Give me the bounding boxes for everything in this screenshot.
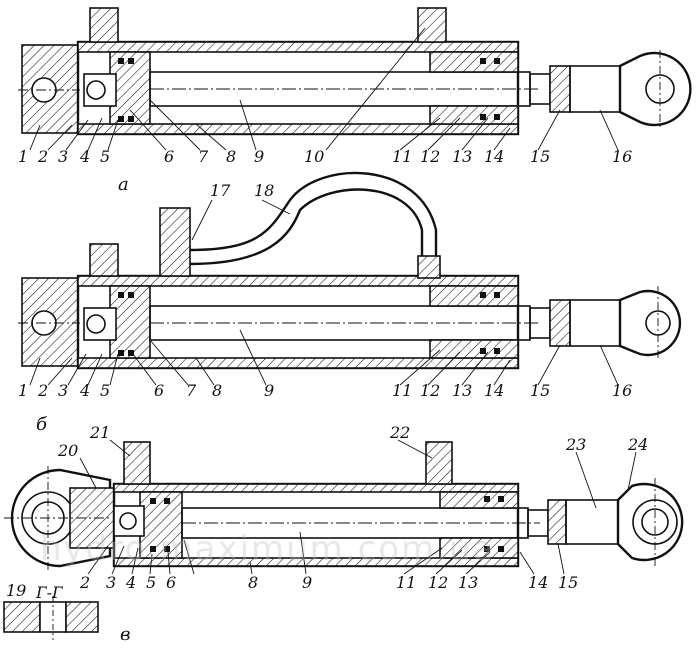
rod-eye-v (616, 482, 684, 562)
watermark: hydro.maximum.com.ua (40, 529, 495, 569)
caption-v: в (120, 624, 130, 645)
label-a-11: 11 (392, 147, 412, 166)
clevis-eye-v (10, 468, 112, 568)
label-b-5: 5 (100, 381, 110, 400)
cylinder-view-v: Г-Г 2 3 4 5 6 8 9 11 12 (3, 423, 684, 645)
label-b-7: 7 (186, 381, 197, 400)
port-a-1 (89, 7, 119, 43)
label-b-15: 15 (530, 381, 550, 400)
label-a-9: 9 (254, 147, 264, 166)
label-a-12: 12 (420, 147, 440, 166)
port-b-1 (89, 243, 119, 277)
label-v-24: 24 (627, 435, 648, 454)
label-a-7: 7 (198, 147, 209, 166)
label-v-6: 6 (166, 573, 176, 592)
label-a-14: 14 (484, 147, 504, 166)
label-b-11: 11 (392, 381, 412, 400)
caption-a: а (118, 174, 129, 195)
label-b-8: 8 (212, 381, 222, 400)
label-b-6: 6 (154, 381, 164, 400)
label-v-23: 23 (565, 435, 586, 454)
section-detail-right (65, 601, 99, 633)
hydraulic-pipe-b (189, 171, 438, 276)
label-v-5: 5 (146, 573, 156, 592)
label-v-14: 14 (528, 573, 548, 592)
label-v-4: 4 (125, 573, 136, 592)
rod-eye-a (618, 51, 692, 127)
label-v-9: 9 (302, 573, 312, 592)
label-a-4: 4 (79, 147, 90, 166)
label-v-12: 12 (428, 573, 448, 592)
label-b-13: 13 (452, 381, 472, 400)
label-b-17: 17 (210, 181, 231, 200)
label-a-10: 10 (304, 147, 324, 166)
rod-eye-b (618, 289, 682, 357)
label-b-18: 18 (254, 181, 274, 200)
label-b-12: 12 (420, 381, 440, 400)
label-a-13: 13 (452, 147, 472, 166)
label-a-1: 1 (18, 147, 28, 166)
label-v-20: 20 (57, 441, 78, 460)
label-b-9: 9 (264, 381, 274, 400)
label-v-13: 13 (458, 573, 478, 592)
label-a-5: 5 (100, 147, 110, 166)
label-b-3: 3 (58, 381, 68, 400)
label-b-14: 14 (484, 381, 504, 400)
port-v-1 (123, 441, 151, 485)
label-b-1: 1 (18, 381, 28, 400)
label-v-19: 19 (6, 581, 26, 600)
cylinder-view-b: 1 2 3 4 5 6 7 8 9 11 12 13 14 15 16 17 1… (18, 171, 682, 435)
section-detail-left (3, 601, 41, 633)
piston-v (139, 491, 183, 559)
label-v-2: 2 (79, 573, 90, 592)
label-v-11: 11 (396, 573, 416, 592)
label-a-16: 16 (612, 147, 632, 166)
label-a-8: 8 (226, 147, 236, 166)
label-v-22: 22 (389, 423, 410, 442)
label-a-3: 3 (58, 147, 68, 166)
label-b-16: 16 (612, 381, 632, 400)
label-v-8: 8 (248, 573, 258, 592)
port-b-2 (159, 207, 191, 277)
label-a-6: 6 (164, 147, 174, 166)
label-b-2: 2 (37, 381, 48, 400)
label-a-15: 15 (530, 147, 550, 166)
label-a-2: 2 (37, 147, 48, 166)
label-v-21: 21 (89, 423, 110, 442)
port-a-2 (417, 7, 447, 43)
label-b-4: 4 (79, 381, 90, 400)
label-v-3: 3 (106, 573, 116, 592)
caption-b: б (36, 414, 48, 435)
label-v-15: 15 (558, 573, 578, 592)
cylinder-view-a: 1 2 3 4 5 6 7 8 9 10 11 12 13 14 15 16 а (18, 7, 692, 195)
section-label: Г-Г (35, 583, 64, 602)
port-v-2 (425, 441, 453, 485)
